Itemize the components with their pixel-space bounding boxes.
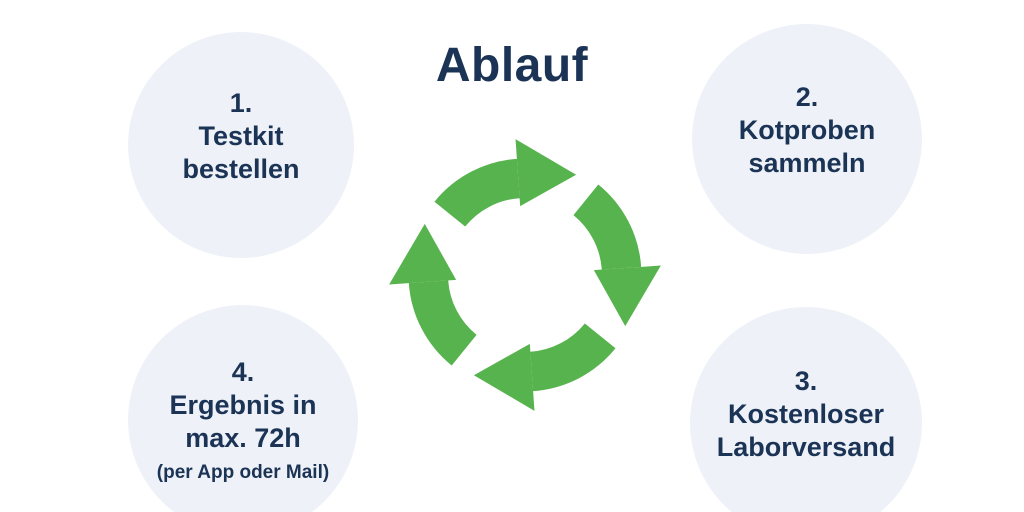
page-title: Ablauf: [435, 39, 589, 92]
step-note: (per App oder Mail): [156, 461, 330, 483]
step-label-line: sammeln: [748, 147, 866, 178]
step-label-line: max. 72h: [185, 422, 301, 453]
step-2-text: 2. Kotproben sammeln: [739, 81, 875, 180]
step-label-line: Testkit: [198, 120, 284, 151]
step-4-text: 4. Ergebnis in max. 72h (per App oder Ma…: [157, 356, 329, 485]
step-number: 1.: [229, 87, 253, 118]
step-3-text: 3. Kostenloser Laborversand: [717, 365, 896, 464]
step-circle-4: 4. Ergebnis in max. 72h (per App oder Ma…: [128, 305, 358, 512]
step-1-text: 1. Testkit bestellen: [182, 87, 299, 186]
step-label-line: Ergebnis in: [169, 389, 317, 420]
cycle-arrow-segment: [434, 139, 577, 228]
step-number: 3.: [794, 365, 818, 396]
step-number: 4.: [231, 356, 255, 387]
step-label-line: Kostenloser: [727, 398, 885, 429]
step-circle-2: 2. Kotproben sammeln: [692, 24, 922, 254]
step-label-line: Kotproben: [738, 114, 876, 145]
step-circle-1: 1. Testkit bestellen: [128, 32, 354, 258]
step-label-line: Laborversand: [716, 431, 896, 462]
cycle-arrows-icon: [377, 139, 673, 423]
step-number: 2.: [795, 81, 819, 112]
step-label-line: bestellen: [182, 153, 300, 184]
step-circle-3: 3. Kostenloser Laborversand: [690, 307, 922, 512]
